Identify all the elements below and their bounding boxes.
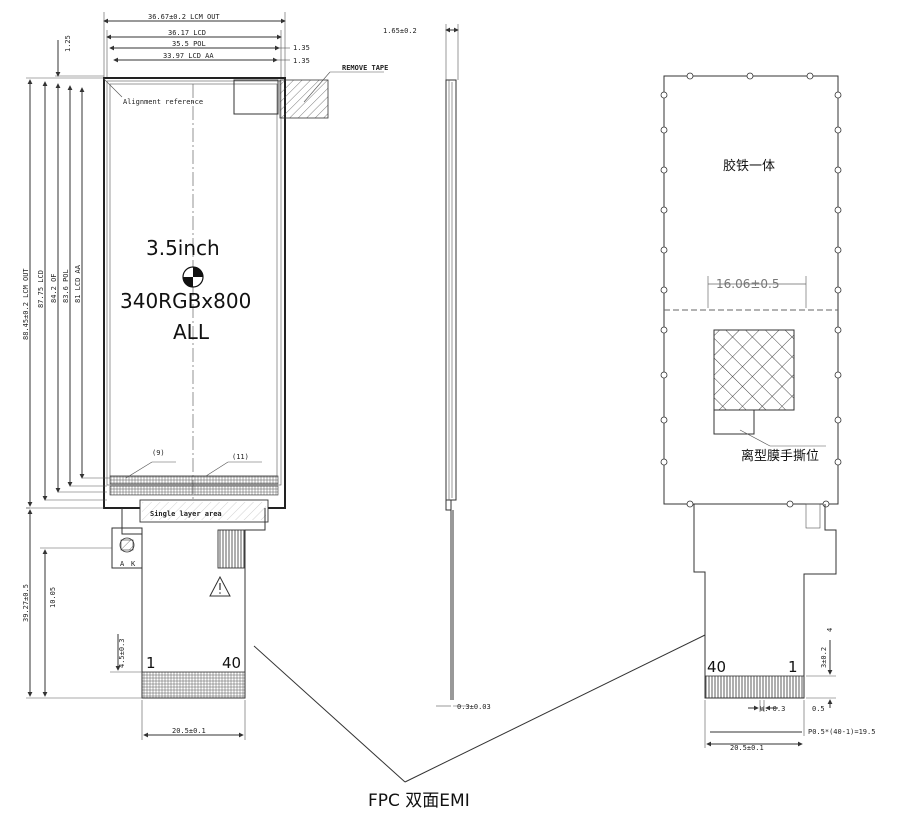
alignment-reference-label: Alignment reference	[123, 98, 203, 106]
back-fpc-outline	[693, 504, 837, 699]
back-pin-40: 40	[707, 658, 726, 676]
pad-a-label: A	[120, 560, 125, 568]
fpc-caption: FPC 双面EMI	[368, 791, 470, 811]
leader-line-right	[404, 634, 706, 783]
single-layer-area-label: Single layer area	[150, 510, 222, 518]
dim-back-fpc-width: 20.5±0.1	[730, 744, 764, 752]
release-film-crosshatch	[713, 329, 795, 411]
mode-label: ALL	[173, 320, 210, 344]
side-module-body	[445, 79, 457, 501]
leader-line-left	[253, 645, 406, 783]
back-pin-1: 1	[788, 658, 798, 676]
dim-pin-width: W: 0.3	[760, 705, 785, 713]
remove-tape-label: REMOVE TAPE	[342, 64, 388, 72]
dim-lcd-height: 87.75 LCD	[37, 270, 45, 308]
dim-back-finger-extra: 4	[826, 628, 834, 632]
dim-pitch: P0.5*(40-1)=19.5	[808, 728, 875, 736]
dim-pol-height: 83.6 POL	[62, 269, 70, 303]
dim-back-finger-length: 3±0.2	[820, 647, 828, 668]
size-label: 3.5inch	[146, 236, 220, 260]
dim-lcm-out-width: 36.67±0.2 LCM OUT	[148, 13, 220, 21]
dim-lcm-out-height: 88.45±0.2 LCM OUT	[22, 268, 30, 340]
dim-fpc-inner: 10.05	[49, 587, 57, 608]
front-view: 36.67±0.2 LCM OUT 36.17 LCD 35.5 POL 33.…	[22, 12, 388, 740]
callout-11: (11)	[232, 453, 249, 461]
dim-back-finger-tail: 0.5	[812, 705, 825, 713]
dim-of-height: 84.2 OF	[50, 273, 58, 303]
dim-aa-offset: 1.35	[293, 57, 310, 65]
glue-iron-label: 胶铁一体	[723, 158, 775, 174]
back-view: 胶铁一体 16.06±0.5 离型膜手撕位 40 1 3±0.2 4 0.5 W…	[660, 72, 875, 752]
connector-block	[217, 529, 245, 569]
pad-k-label: K	[131, 560, 136, 568]
dim-thickness: 1.65±0.2	[383, 27, 417, 35]
warning-icon	[209, 575, 231, 597]
dim-film: 16.06±0.5	[716, 277, 780, 291]
dim-pol-width: 35.5 POL	[172, 40, 206, 48]
top-dimensions: 36.67±0.2 LCM OUT 36.17 LCD 35.5 POL 33.…	[55, 12, 310, 78]
front-pin-40: 40	[222, 654, 241, 672]
dim-aa-height: 81 LCD AA	[74, 264, 82, 303]
front-fpc: Single layer area A K 1 40 39.27±0.5 10	[22, 499, 269, 740]
dim-fpc-length: 39.27±0.5	[22, 584, 30, 622]
gold-fingers	[141, 671, 246, 699]
dim-fpc-width: 20.5±0.1	[172, 727, 206, 735]
dim-finger-length: 4.5±0.3	[118, 638, 126, 668]
front-pin-1: 1	[146, 654, 156, 672]
bottom-bezel-dots	[109, 485, 279, 496]
dim-aa-width: 33.97 LCD AA	[163, 52, 214, 60]
callout-9: (9)	[152, 449, 165, 457]
remove-tape-hatch	[279, 79, 329, 119]
bottom-bezel-grid	[109, 475, 279, 485]
dim-top-margin: 1.25	[64, 35, 72, 52]
dim-fpc-thickness: 0.3±0.03	[457, 703, 491, 711]
side-view: 1.65±0.2 0.3±0.03	[383, 24, 491, 711]
resolution-label: 340RGBx800	[120, 289, 251, 313]
remove-tape-block	[233, 79, 279, 115]
lcd-outline	[106, 80, 282, 486]
left-dimensions: 88.45±0.2 LCM OUT 87.75 LCD 84.2 OF 83.6…	[22, 77, 110, 509]
caption-group: FPC 双面EMI	[253, 634, 706, 811]
back-gold-fingers	[704, 675, 805, 699]
center-target-icon	[182, 266, 204, 288]
peel-tab	[713, 409, 755, 435]
peel-position-label: 离型膜手撕位	[741, 448, 819, 464]
dim-lcd-width: 36.17 LCD	[168, 29, 206, 37]
dim-pol-offset: 1.35	[293, 44, 310, 52]
